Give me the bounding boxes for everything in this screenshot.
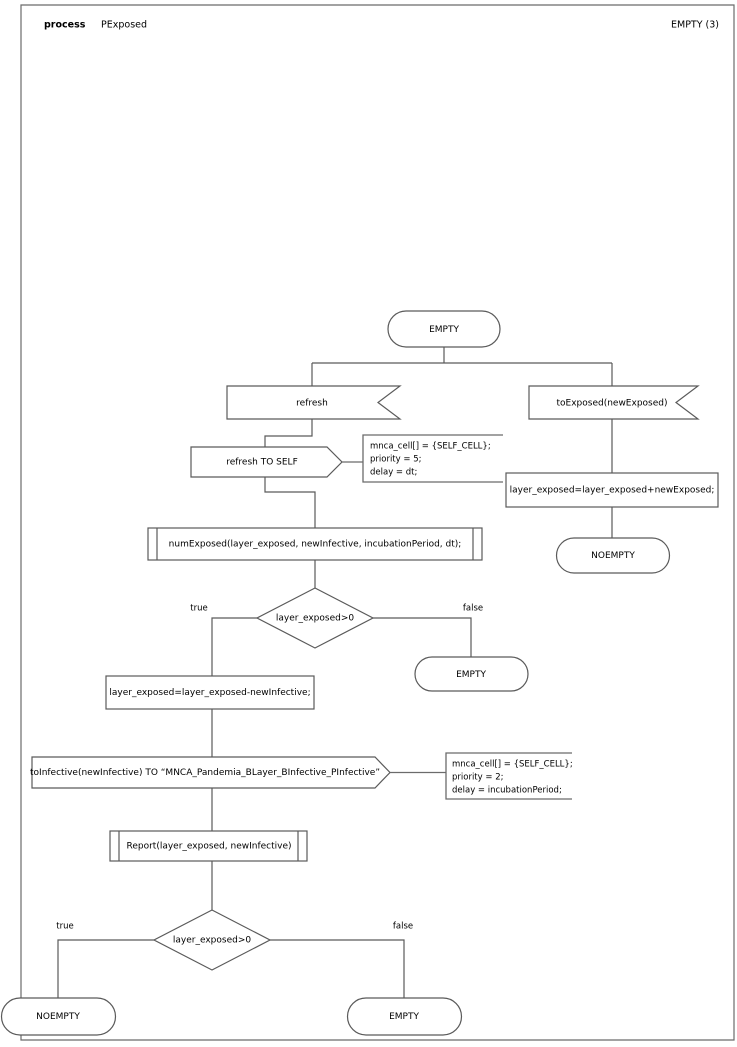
call-num-exposed-shape: [147, 527, 483, 561]
task-subtract-shape: [105, 675, 315, 710]
state-empty-bottom-shape: [346, 997, 463, 1036]
task-add-exposed-shape: [505, 472, 719, 508]
decision-2-shape: [152, 909, 272, 971]
state-empty-mid-label: EMPTY: [456, 670, 486, 680]
decision-2-true-label: true: [56, 922, 73, 932]
state-start-label: EMPTY: [429, 325, 459, 335]
output-refresh-self-shape: [190, 446, 343, 478]
comment-refresh-line-0: mnca_cell[] = {SELF_CELL};: [370, 442, 491, 452]
state-noempty-bottom-shape: [0, 997, 117, 1036]
comment-infective-line-0: mnca_cell[] = {SELF_CELL};: [452, 760, 573, 770]
input-refresh-shape: [226, 385, 402, 420]
state-empty-mid-shape: [414, 656, 529, 692]
input-to-exposed-shape: [528, 385, 700, 420]
output-to-infective-shape: [31, 756, 391, 789]
decision-1-false-label: false: [463, 604, 483, 614]
decision-1-shape: [255, 587, 375, 649]
connector-decision1-true: [211, 617, 257, 676]
page-frame: [20, 4, 735, 1041]
output-to-infective-label: toInfective(newInfective) TO “MNCA_Pande…: [30, 768, 380, 778]
header-keyword: process: [44, 20, 86, 31]
input-refresh-label: refresh: [296, 399, 328, 409]
decision-1-true-label: true: [190, 604, 207, 614]
comment-refresh-line-2: delay = dt;: [370, 468, 417, 478]
comment-refresh-line-1: priority = 5;: [370, 455, 421, 465]
call-num-exposed-label: numExposed(layer_exposed, newInfective, …: [169, 540, 462, 550]
decision-1-label: layer_exposed>0: [276, 614, 354, 624]
task-add-exposed-label: layer_exposed=layer_exposed+newExposed;: [510, 486, 715, 496]
state-noempty-bottom-label: NOEMPTY: [36, 1012, 80, 1022]
output-refresh-self-label: refresh TO SELF: [226, 458, 298, 468]
connector-decision2-true: [57, 939, 154, 998]
state-empty-bottom-label: EMPTY: [389, 1012, 419, 1022]
connector-decision2-false: [270, 939, 405, 998]
header-page-label: EMPTY (3): [671, 20, 719, 31]
connector-output-to-call: [264, 477, 316, 528]
task-subtract-label: layer_exposed=layer_exposed-newInfective…: [109, 688, 310, 698]
header-process-name: PExposed: [101, 20, 147, 31]
comment-infective-line-1: priority = 2;: [452, 773, 503, 783]
comment-refresh-shape: [362, 434, 503, 483]
comment-infective-line-2: delay = incubationPeriod;: [452, 786, 562, 796]
state-noempty-right-label: NOEMPTY: [591, 551, 635, 561]
comment-infective-shape: [445, 752, 572, 800]
call-report-label: Report(layer_exposed, newInfective): [126, 842, 291, 852]
state-start-shape: [387, 310, 501, 348]
state-noempty-right-shape: [555, 537, 671, 574]
decision-2-false-label: false: [393, 922, 413, 932]
connector-decision1-false: [373, 617, 472, 657]
connector-refresh-to-output: [264, 419, 313, 447]
call-report-shape: [109, 830, 308, 862]
input-to-exposed-label: toExposed(newExposed): [556, 399, 667, 409]
decision-2-label: layer_exposed>0: [173, 936, 251, 946]
